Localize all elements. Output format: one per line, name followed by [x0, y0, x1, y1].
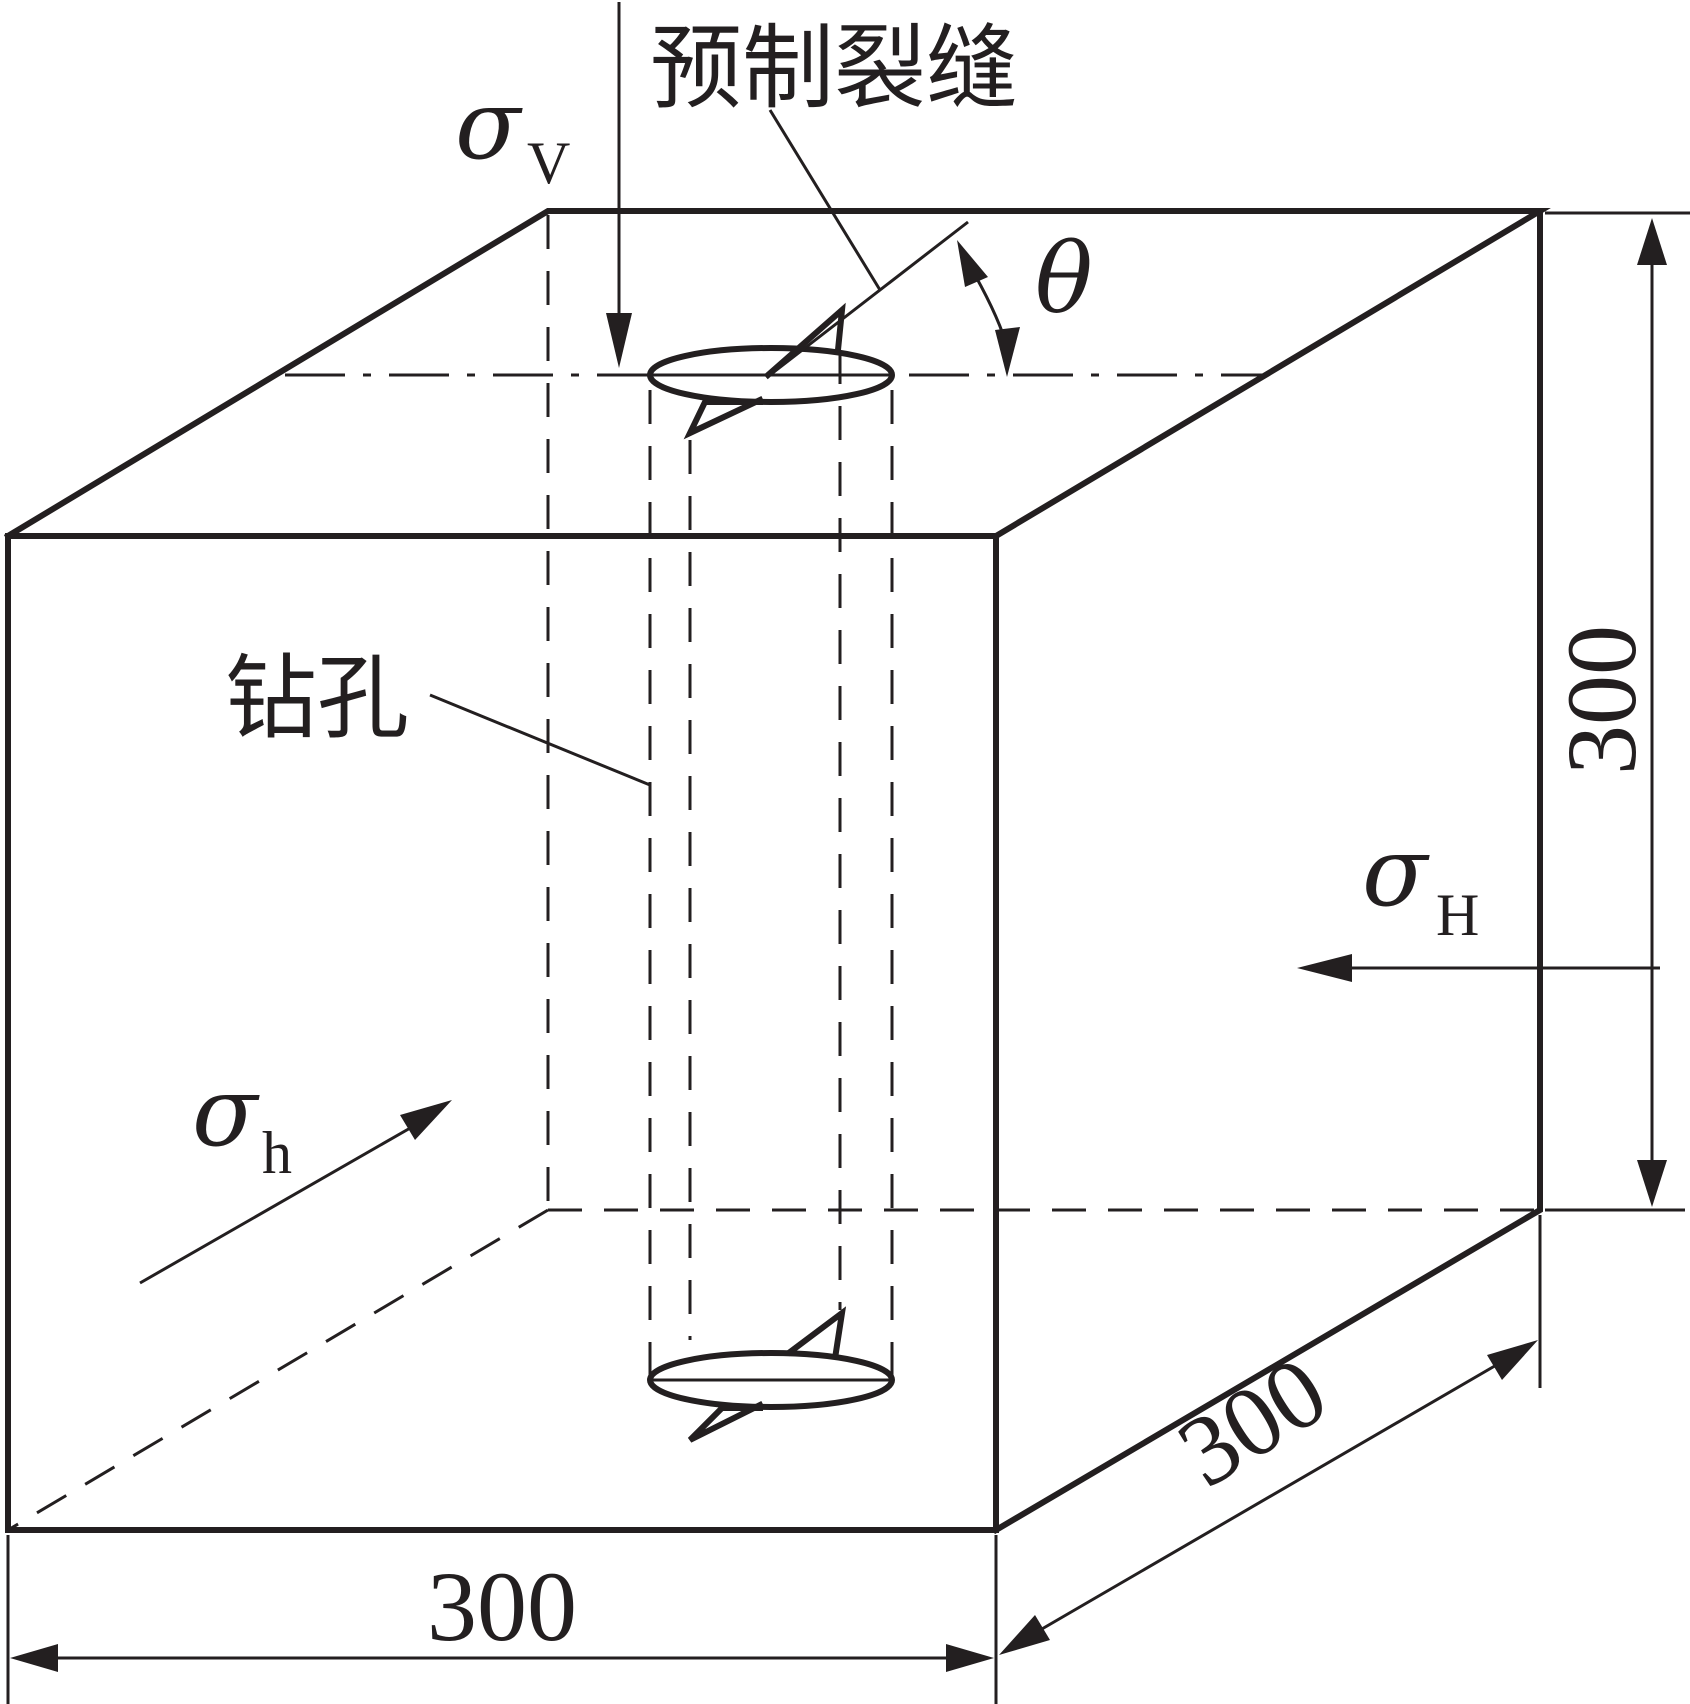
cube-front-face	[5, 533, 999, 1533]
borehole-label: 钻孔	[225, 645, 409, 752]
dimension-depth: 300	[999, 1215, 1542, 1655]
width-arrowhead-left	[10, 1644, 58, 1672]
stress-vertical: σ V	[455, 2, 632, 368]
angle-arc-arrowhead-bottom	[995, 327, 1020, 377]
angle-arc-arrowhead-top	[957, 240, 988, 287]
precrack-label: 预制裂缝	[650, 15, 1018, 122]
stress-min-horizontal: σ h	[139, 1056, 452, 1285]
height-arrowhead-bottom	[1637, 1160, 1667, 1207]
stress-max-horizontal-symbol: σ	[1362, 816, 1430, 928]
precrack-bottom-lower	[687, 1400, 765, 1443]
borehole	[647, 345, 895, 1410]
stress-max-horizontal-arrowhead	[1297, 954, 1352, 982]
borehole-leader-line	[429, 693, 651, 787]
angle-label: θ	[1035, 223, 1093, 335]
stress-min-horizontal-arrow-shaft	[139, 1125, 413, 1285]
hidden-bottom-left-edge	[7, 1208, 549, 1532]
dimension-width: 300	[6, 1535, 998, 1704]
height-arrowhead-top	[1637, 218, 1667, 265]
precrack-top-upper	[763, 302, 846, 380]
height-dimension-value: 300	[1546, 625, 1657, 775]
cube-outline	[3, 208, 1551, 1535]
precrack-bottom-upper	[785, 1306, 847, 1357]
stress-max-horizontal: σ H	[1297, 816, 1660, 982]
precrack-bottom	[687, 1306, 847, 1443]
width-arrowhead-right	[946, 1644, 994, 1672]
dimension-height: 300	[1545, 211, 1690, 1212]
stress-vertical-symbol: σ	[455, 69, 523, 181]
cube-top-face	[3, 208, 1551, 541]
cube-right-face	[991, 208, 1543, 1535]
stress-min-horizontal-subscript: h	[262, 1120, 292, 1186]
stress-min-horizontal-symbol: σ	[192, 1056, 260, 1168]
depth-arrowhead-start	[999, 1615, 1050, 1655]
stress-vertical-subscript: V	[527, 130, 570, 196]
stress-vertical-arrowhead	[606, 313, 632, 368]
hidden-edges	[7, 215, 1540, 1532]
depth-arrowhead-end	[1487, 1340, 1538, 1380]
depth-dimension-line	[1034, 1358, 1506, 1635]
crack-orientation-line	[769, 220, 969, 377]
depth-dimension-value: 300	[1159, 1335, 1345, 1509]
stress-min-horizontal-arrowhead	[400, 1100, 452, 1140]
stress-max-horizontal-subscript: H	[1436, 882, 1479, 948]
precrack-top	[683, 302, 846, 440]
precrack-leader-line	[768, 109, 882, 291]
width-dimension-value: 300	[427, 1551, 577, 1662]
precrack-top-lower	[683, 396, 764, 440]
